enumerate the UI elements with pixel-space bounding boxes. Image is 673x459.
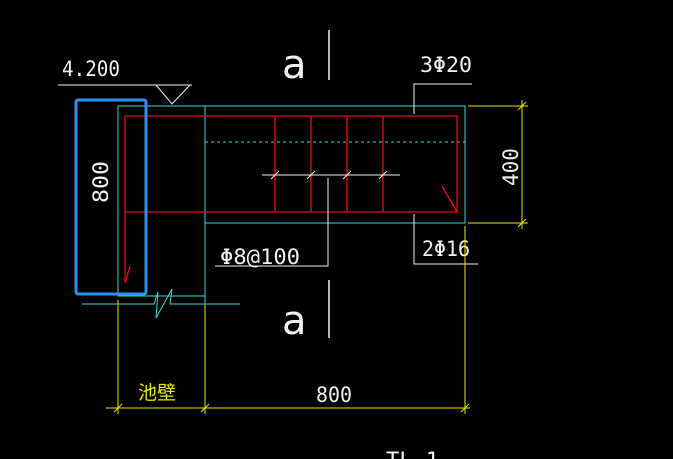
beam-height-label: 400 [499,148,523,186]
section-mark-bottom: a [282,280,330,344]
main-rebar-top [124,115,458,283]
stirrup-leader [215,178,329,267]
bottom-rebar-leader [413,214,478,265]
dim-tick-bottom [517,218,527,228]
structure-outline [82,105,466,319]
section-mark-top: a [282,30,330,88]
dim-tick-3 [460,403,470,413]
elevation-marker: 4.200 [58,57,192,105]
drawing-title: TL-1 [386,449,439,459]
section-label-bottom: a [282,298,307,344]
elevation-label: 4.200 [62,57,120,81]
rebar-layout [124,115,458,284]
top-rebar-leader [413,83,472,114]
wall-name-label: 池壁 [138,382,176,404]
beam-length-label: 800 [316,383,352,407]
stirrup-tick-1 [270,170,280,180]
dim-tick-top [517,101,527,111]
dim-tick-2 [200,403,210,413]
stirrup-tick-3 [342,170,352,180]
wall-height-label[interactable]: 800 [89,161,113,203]
selection-highlight-box[interactable] [74,98,148,296]
dim-tick-1 [113,403,123,413]
elevation-triangle-icon [155,84,191,105]
stirrup-spacing-marks [262,170,400,180]
wall-rebar-hook [124,265,131,284]
stirrup-tick-2 [306,170,316,180]
stirrup-tick-4 [378,170,388,180]
dimension-beam-height [468,100,528,229]
dimension-bottom-chain [106,226,470,414]
bottom-rebar-label: 2Φ16 [422,237,470,261]
top-rebar-label: 3Φ20 [420,53,472,77]
rebar-annotations: 3Φ20 2Φ16 Φ8@100 [215,53,478,269]
stirrup-label: Φ8@100 [220,245,300,269]
break-line-left [82,288,240,319]
section-label-top: a [282,42,307,88]
beam-outline [204,105,466,224]
